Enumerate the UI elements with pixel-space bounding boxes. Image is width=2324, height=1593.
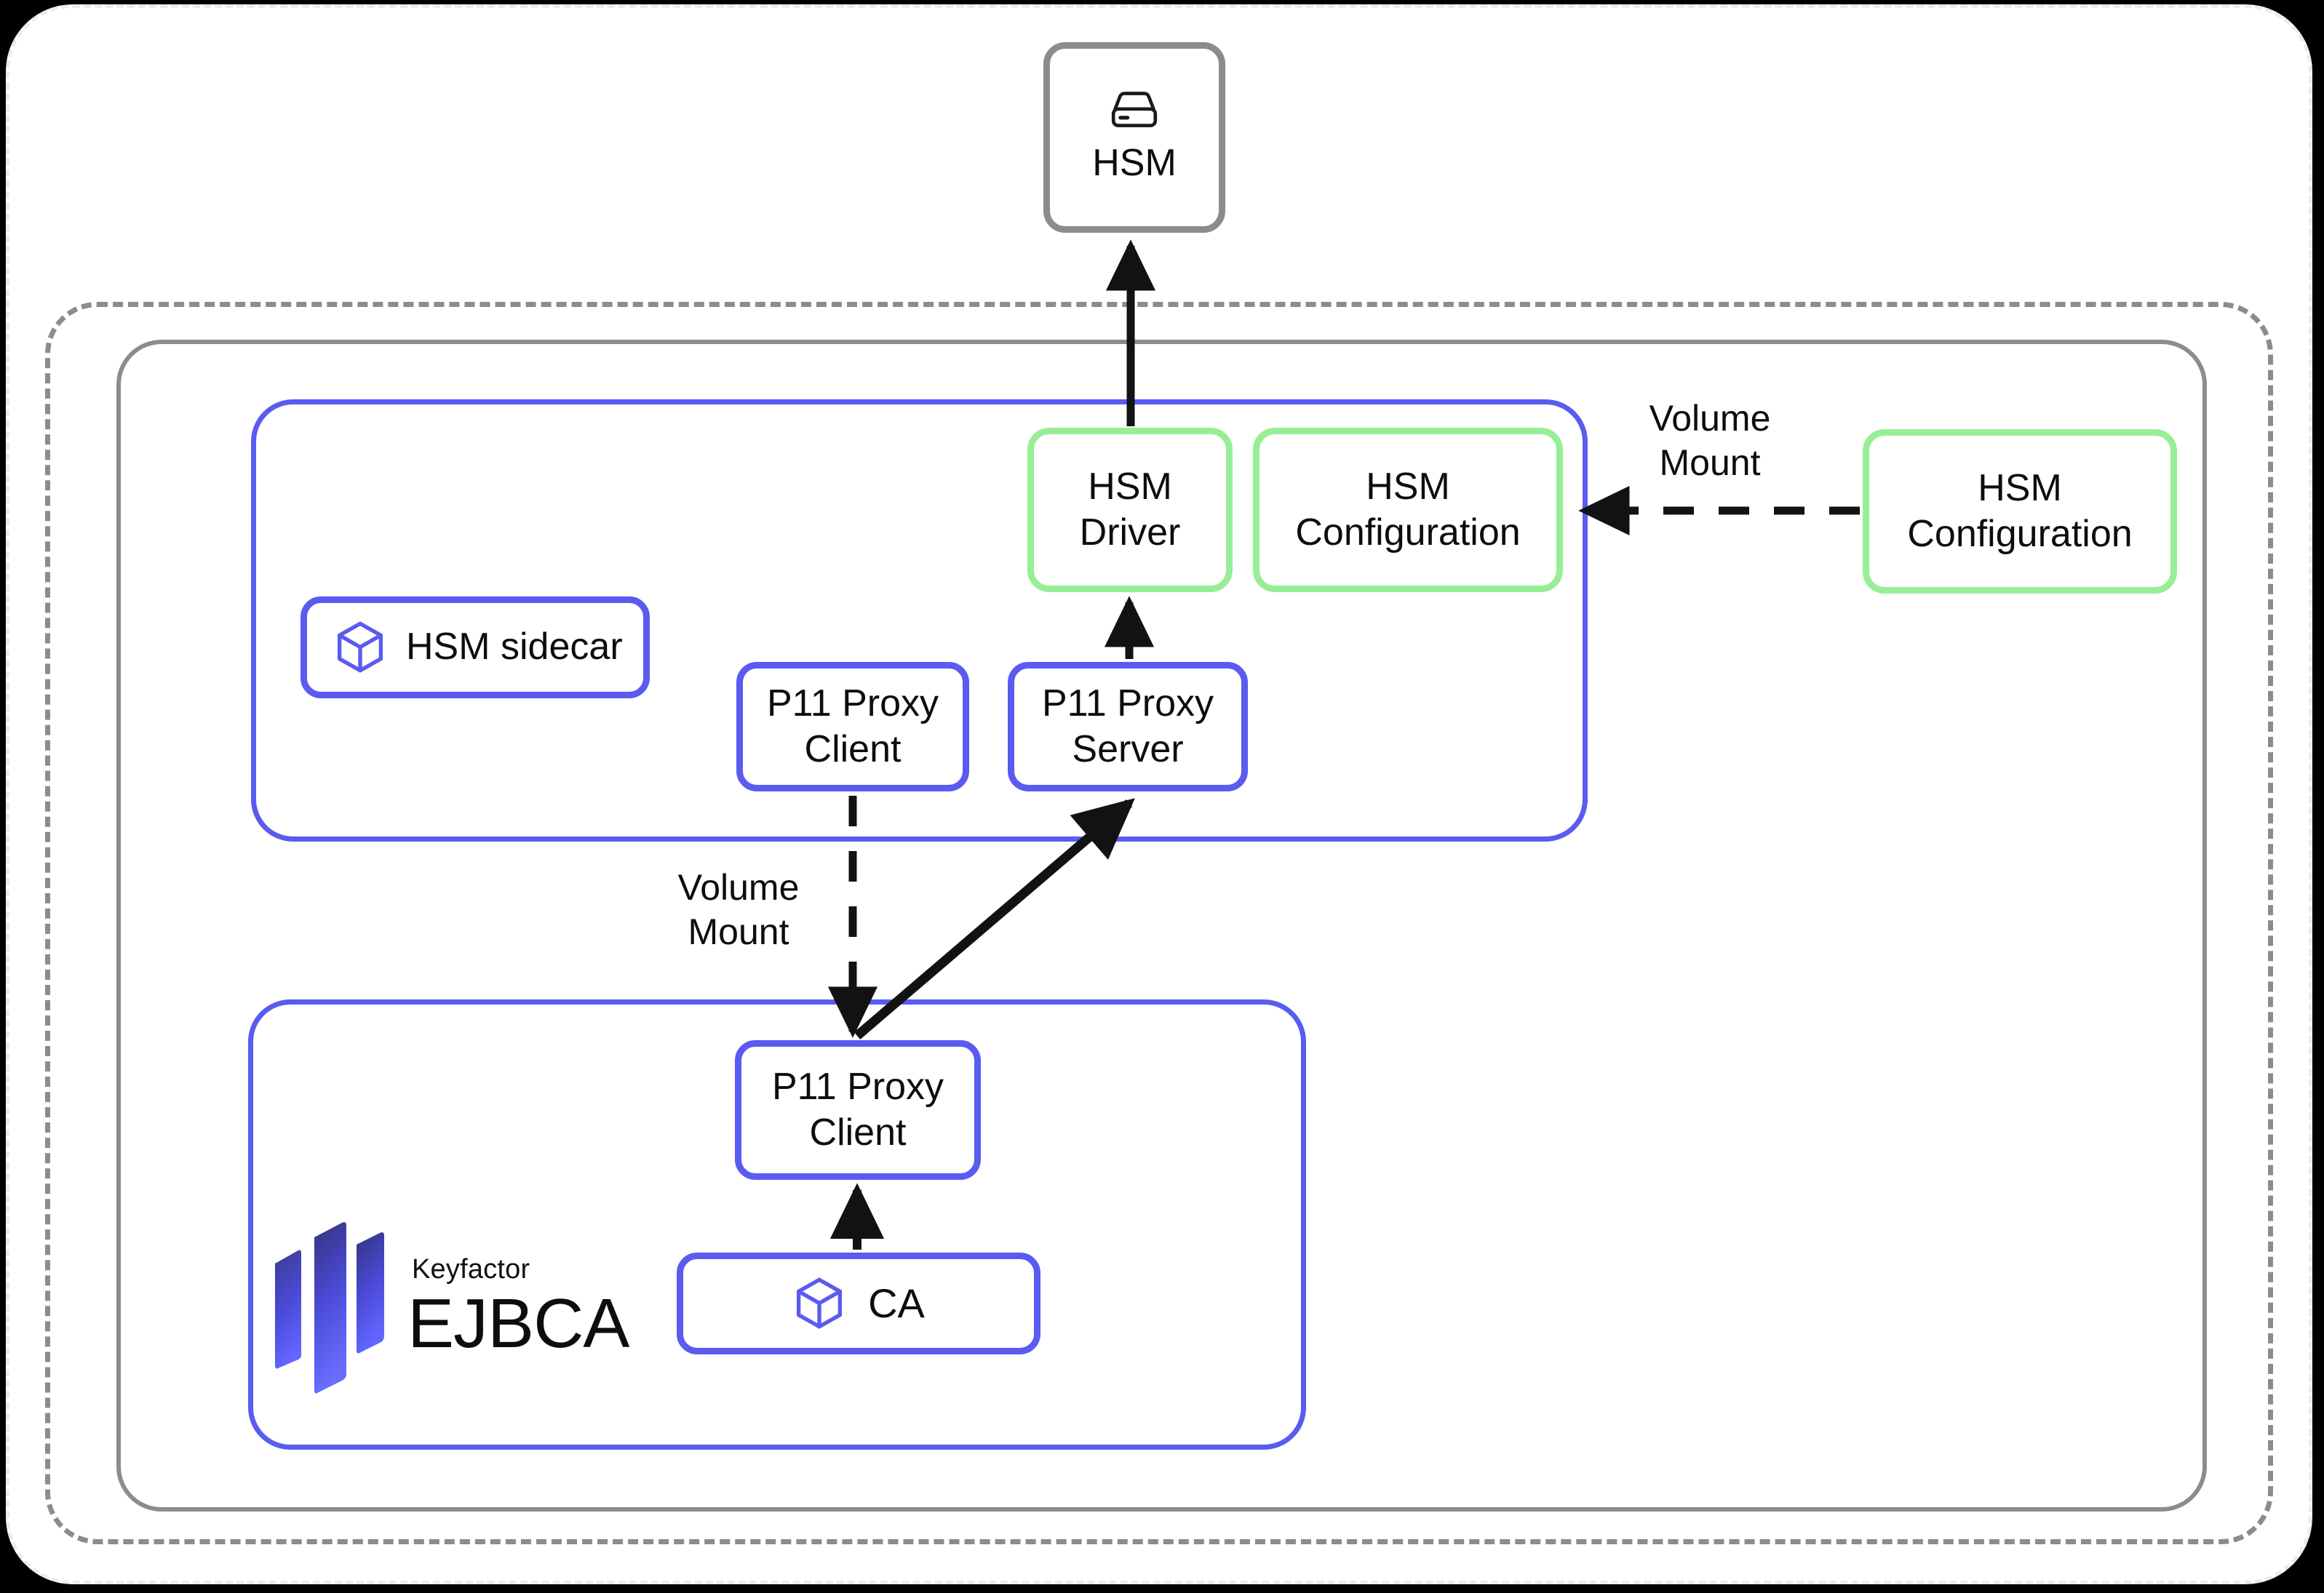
node-ca-label: CA [868, 1279, 925, 1326]
node-hsm-configuration-outer-label: HSM Configuration [1907, 466, 2133, 555]
logo-wordmark: Keyfactor EJBCA [407, 1255, 629, 1359]
node-ca[interactable]: CA [677, 1253, 1040, 1354]
node-hsm-configuration-outer[interactable]: HSM Configuration [1863, 429, 2177, 594]
node-hsm[interactable]: HSM [1043, 42, 1225, 233]
node-p11-proxy-client-bottom[interactable]: P11 Proxy Client [735, 1040, 981, 1180]
logo-brand-keyfactor: Keyfactor [412, 1254, 530, 1285]
cube-icon [333, 619, 387, 676]
page-sheet [6, 4, 2312, 1584]
cluster-dashed-boundary [45, 302, 2273, 1544]
node-p11-proxy-client-top[interactable]: P11 Proxy Client [736, 662, 969, 791]
keyfactor-ejbca-logo: Keyfactor EJBCA [260, 1216, 639, 1398]
logo-brand-ejbca: EJBCA [407, 1285, 629, 1362]
node-hsm-configuration-inner-label: HSM Configuration [1295, 465, 1521, 554]
node-hsm-configuration-inner[interactable]: HSM Configuration [1253, 428, 1563, 592]
node-p11-proxy-client-top-label: P11 Proxy Client [766, 682, 939, 770]
keyfactor-bars-logo-icon [260, 1220, 391, 1394]
cube-icon [792, 1275, 846, 1332]
node-hsm-label: HSM [1092, 142, 1177, 185]
edge-label-volume-mount-right: Volume Mount [1649, 398, 1771, 483]
ejbca-pod-container [248, 999, 1306, 1450]
node-hsm-sidecar-label: HSM sidecar [406, 626, 623, 668]
node-hsm-driver[interactable]: HSM Driver [1027, 428, 1233, 592]
node-p11-proxy-server-label: P11 Proxy Server [1041, 682, 1214, 770]
node-hsm-driver-label: HSM Driver [1079, 465, 1181, 554]
hard-drive-icon [1108, 88, 1161, 132]
node-p11-proxy-client-bottom-label: P11 Proxy Client [771, 1065, 944, 1154]
edge-label-volume-mount-left: Volume Mount [677, 867, 800, 952]
node-p11-proxy-server[interactable]: P11 Proxy Server [1008, 662, 1248, 791]
node-hsm-sidecar[interactable]: HSM sidecar [301, 596, 650, 698]
cluster-solid-boundary [116, 340, 2207, 1512]
